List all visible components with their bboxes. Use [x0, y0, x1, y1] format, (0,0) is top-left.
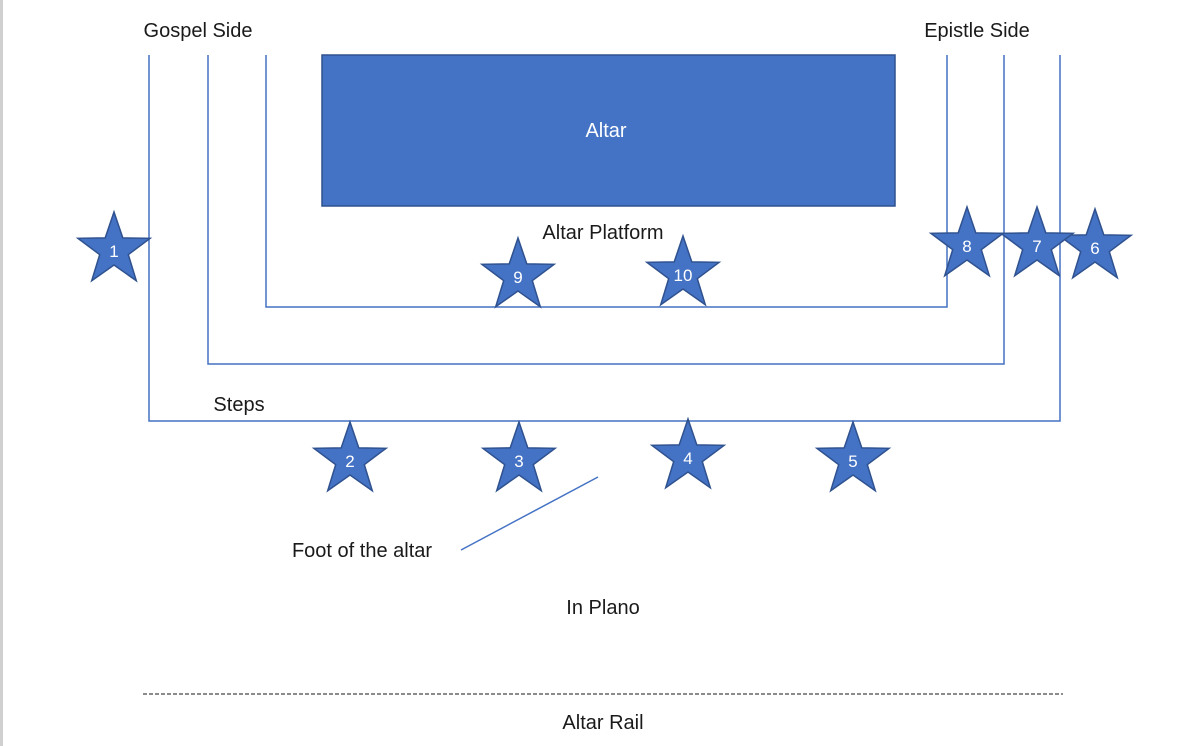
epistle-side-label: Epistle Side — [924, 20, 1030, 42]
in-plano-label: In Plano — [566, 597, 639, 619]
altar-block — [321, 54, 896, 207]
star-number: 10 — [674, 266, 693, 285]
star-number: 3 — [514, 452, 523, 471]
star-8: 8 — [928, 204, 1006, 278]
altar-platform-outline — [265, 55, 948, 308]
gospel-side-label: Gospel Side — [144, 20, 253, 42]
star-icon — [814, 419, 892, 493]
star-icon — [311, 419, 389, 493]
star-9: 9 — [479, 235, 557, 309]
star-icon — [998, 204, 1076, 278]
steps-label: Steps — [213, 394, 264, 416]
star-5: 5 — [814, 419, 892, 493]
altar-platform-label: Altar Platform — [542, 222, 663, 244]
altar-label: Altar — [585, 120, 626, 142]
foot-of-altar-pointer — [460, 476, 599, 551]
star-icon — [479, 235, 557, 309]
star-3: 3 — [480, 419, 558, 493]
star-number: 2 — [345, 452, 354, 471]
star-number: 7 — [1032, 237, 1041, 256]
star-10: 10 — [644, 233, 722, 307]
star-1: 1 — [75, 209, 153, 283]
star-number: 1 — [109, 242, 118, 261]
star-icon — [480, 419, 558, 493]
star-number: 5 — [848, 452, 857, 471]
position-stars: 1 2 3 4 5 6 7 8 9 10 — [75, 204, 1134, 493]
star-icon — [928, 204, 1006, 278]
star-number: 6 — [1090, 239, 1099, 258]
star-number: 4 — [683, 449, 692, 468]
star-4: 4 — [649, 416, 727, 490]
star-number: 8 — [962, 237, 971, 256]
star-icon — [75, 209, 153, 283]
star-icon — [644, 233, 722, 307]
star-number: 9 — [513, 268, 522, 287]
altar-rail-label: Altar Rail — [562, 712, 643, 734]
star-6: 6 — [1056, 206, 1134, 280]
foot-of-altar-label: Foot of the altar — [292, 540, 432, 562]
page-edge — [0, 0, 3, 746]
middle-step-outline — [207, 55, 1005, 365]
star-2: 2 — [311, 419, 389, 493]
star-icon — [649, 416, 727, 490]
star-7: 7 — [998, 204, 1076, 278]
